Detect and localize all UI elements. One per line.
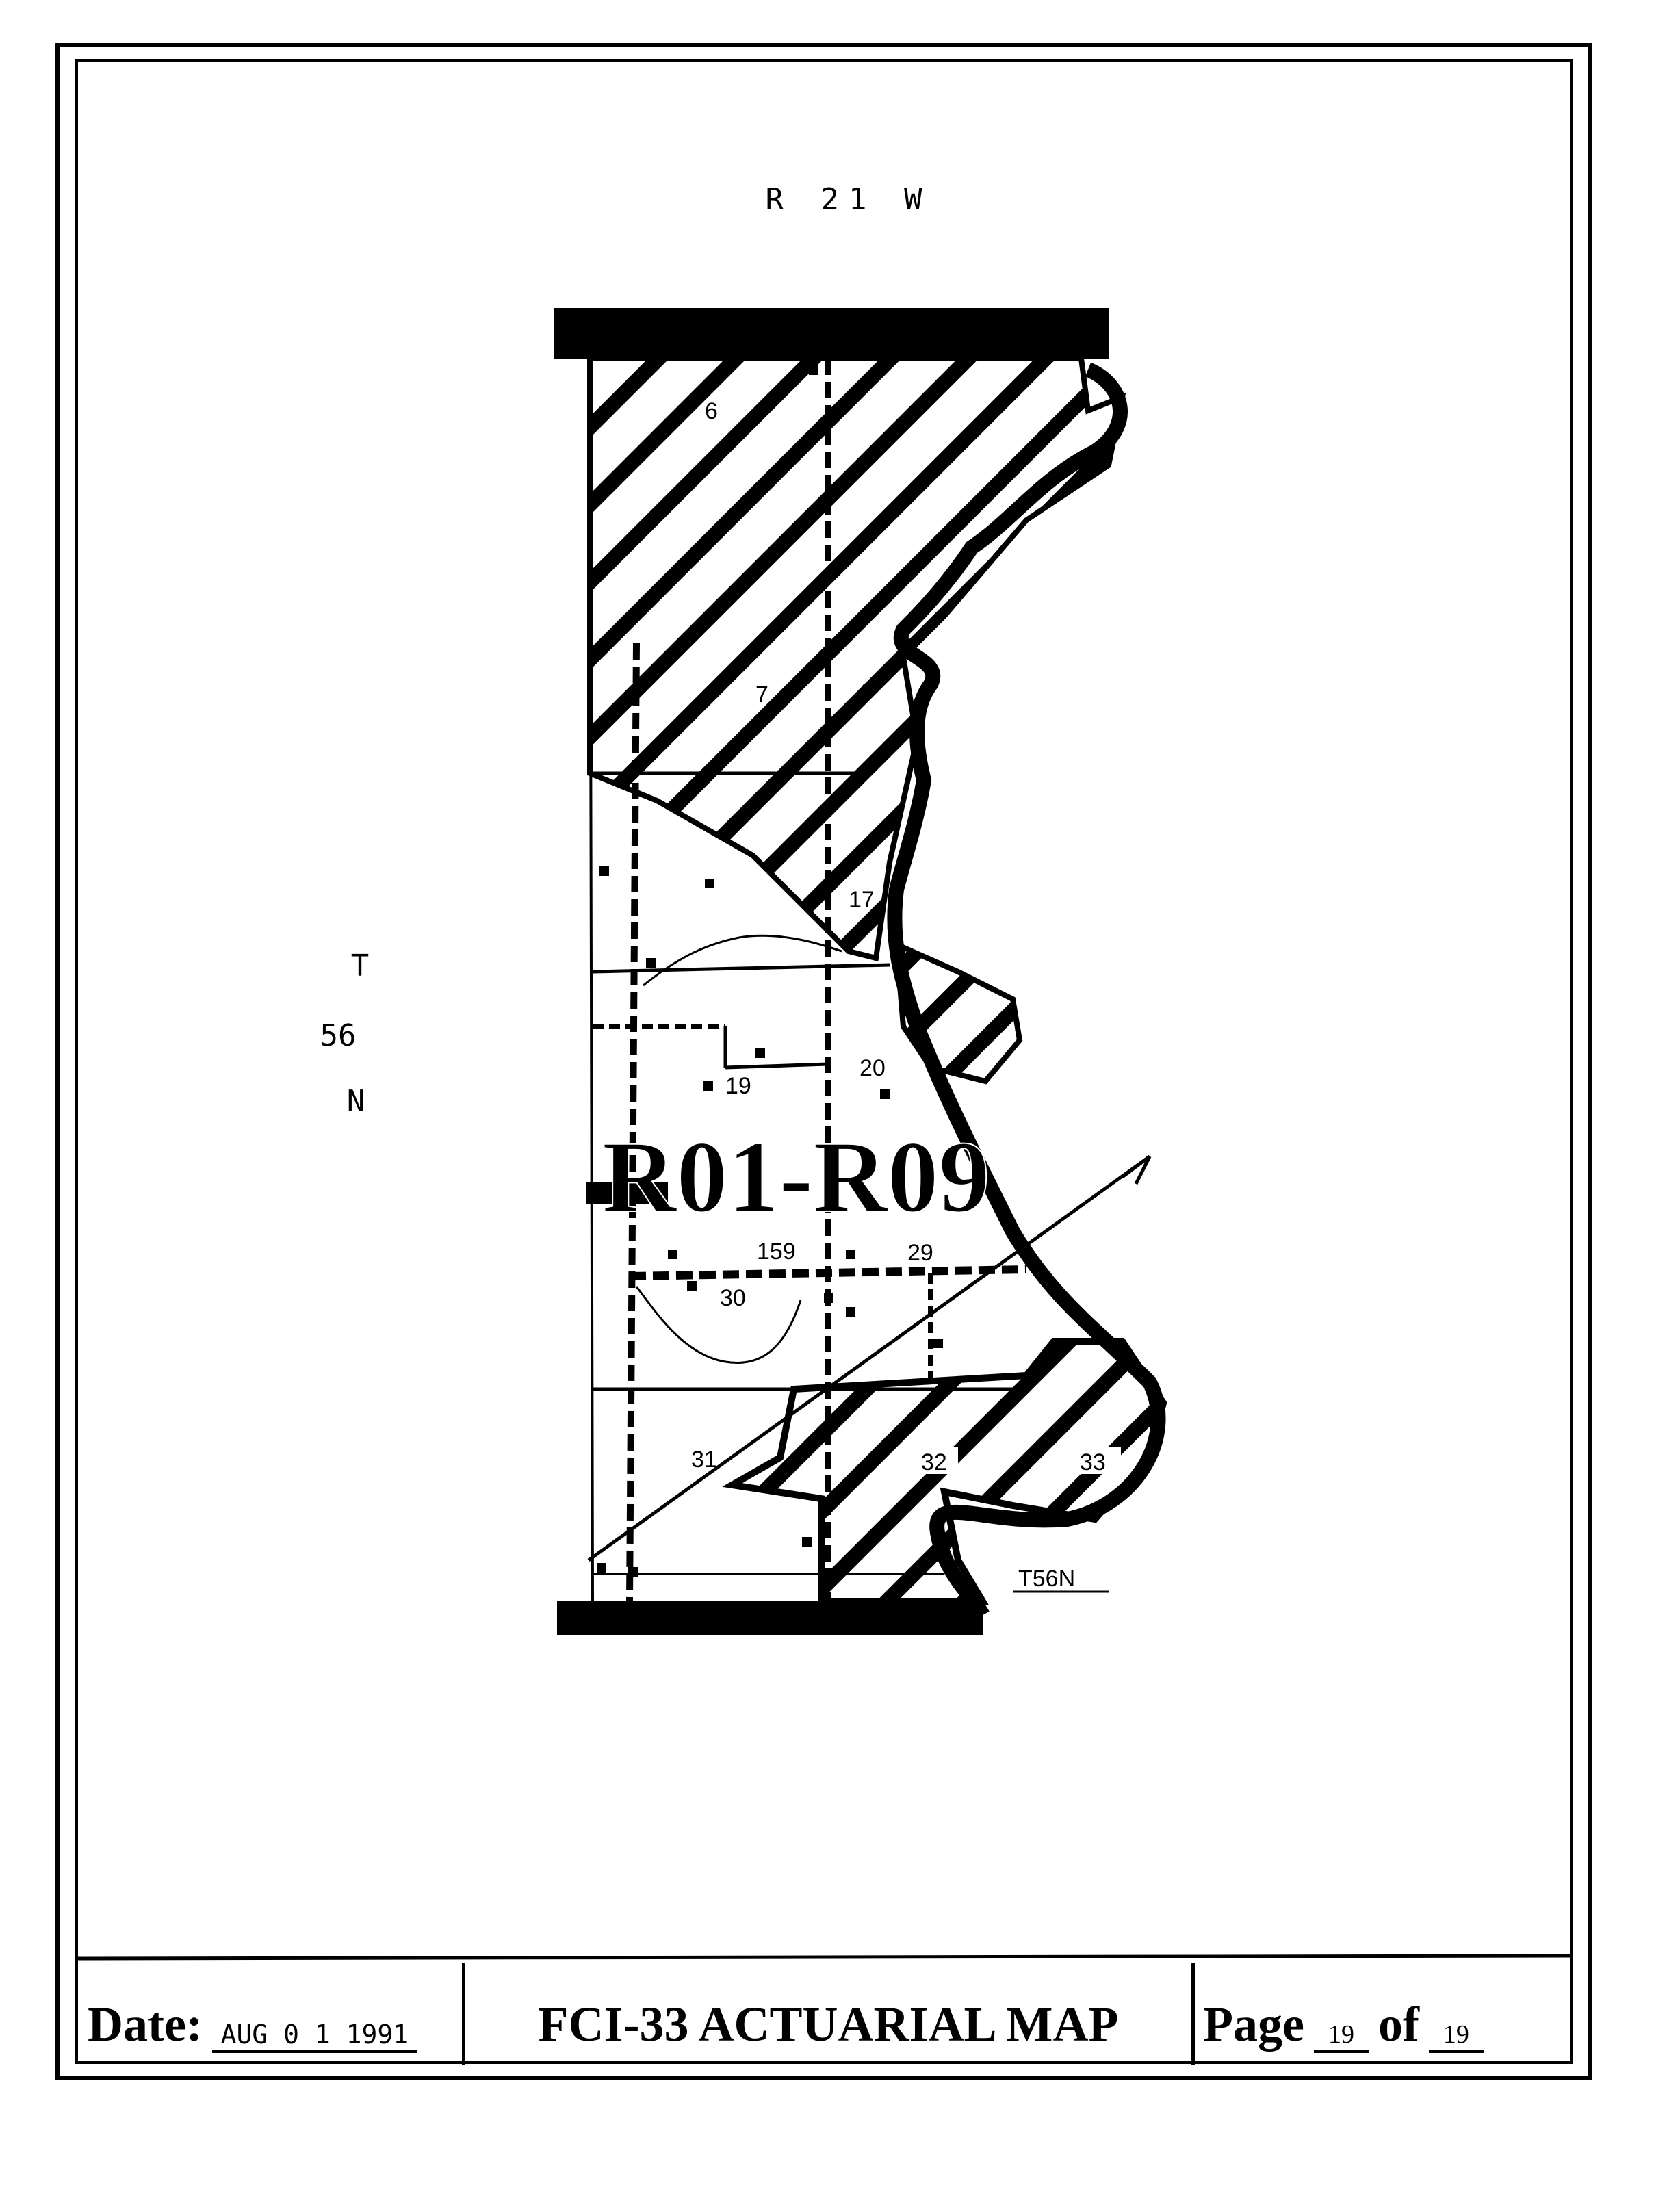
section-number: 8 (861, 679, 874, 705)
section-number: 30 (720, 1285, 746, 1311)
section-lines (587, 359, 1152, 1602)
section-number: 17 (849, 887, 875, 913)
footer: Date: AUG 0 1 1991 FCI-33 ACTUARIAL MAP … (79, 1963, 1585, 2065)
township-label-56: 56 (320, 1018, 357, 1053)
zone-label-backdrop (586, 1182, 668, 1204)
section-number: 33 (1080, 1449, 1106, 1475)
map-title: FCI-33 ACTUARIAL MAP (538, 1997, 1119, 2052)
of-label: of (1378, 1997, 1419, 2052)
outer-border (55, 43, 1592, 2080)
river (887, 362, 1166, 1619)
footer-date-cell: Date: AUG 0 1 1991 (79, 1963, 465, 2065)
date-value: AUG 0 1 1991 (211, 2019, 417, 2053)
building-markers (597, 365, 943, 1577)
section-number: 31 (691, 1447, 717, 1473)
page-total: 19 (1428, 2019, 1484, 2053)
section-number: 7 (755, 682, 768, 708)
footer-divider (76, 1954, 1572, 1961)
township-corner-label: T56N (1018, 1566, 1075, 1592)
stream (635, 934, 842, 1364)
township-label-t: T (351, 948, 370, 983)
map-top-bar (554, 308, 1109, 359)
section-numbers: 6 7 8 17 19 20 29 30 31 32 33 159 (691, 398, 1121, 1475)
zone-label: R01-R09 (602, 1120, 990, 1234)
section-number: 19 (725, 1073, 751, 1099)
hatched-zone-north (587, 356, 1126, 961)
page-label: Page (1203, 1997, 1304, 2052)
footer-title-cell: FCI-33 ACTUARIAL MAP (465, 1963, 1195, 2065)
map-bottom-bar (557, 1601, 983, 1635)
date-label: Date: (88, 1997, 203, 2052)
range-label: R 21 W (766, 182, 932, 217)
inner-border (75, 59, 1573, 2064)
section-number: 20 (860, 1055, 886, 1081)
section-number: 29 (907, 1240, 933, 1266)
footer-page-cell: Page 19 of 19 (1195, 1963, 1585, 2065)
township-label-n: N (347, 1084, 365, 1119)
route-label: 159 (757, 1239, 796, 1265)
section-number: 6 (705, 398, 718, 424)
page-number: 19 (1313, 2019, 1369, 2053)
section-number: 32 (921, 1449, 947, 1475)
